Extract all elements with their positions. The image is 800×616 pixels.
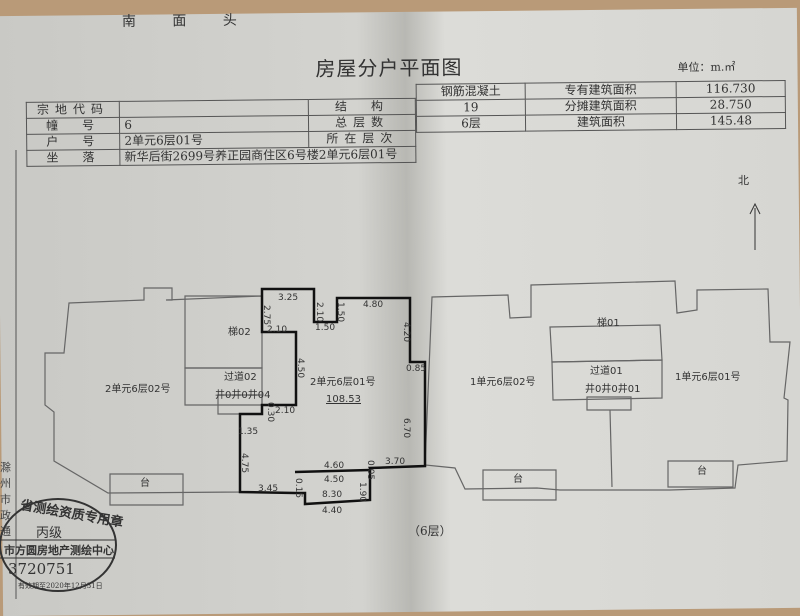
- stamp-bottom: 有效期至2020年12月31日: [18, 582, 103, 590]
- room-label-unit1-02: 1单元6层02号: [470, 376, 535, 388]
- room-label-balcony: 台: [697, 464, 707, 477]
- balcony-west: [109, 473, 184, 506]
- dimension-label: 3.70: [385, 457, 405, 467]
- room-label-stair01: 梯01: [597, 316, 620, 329]
- dimension-label: 0.85: [406, 364, 426, 374]
- floor-caption: （6层）: [408, 524, 452, 538]
- room-label-unit2-01: 2单元6层01号: [310, 376, 375, 388]
- dimension-label: 3.45: [258, 484, 278, 494]
- dimension-label: 2.10: [275, 406, 295, 416]
- dimension-label: 2.10: [267, 325, 287, 335]
- room-label-unit2-02: 2单元6层02号: [105, 383, 170, 395]
- stamp-number: 3720751: [8, 560, 75, 578]
- dimension-label: 8.30: [322, 490, 342, 500]
- party-wall: [609, 409, 613, 488]
- room-label-corridor02: 过道02: [224, 370, 257, 383]
- dimension-label: 3.25: [278, 293, 298, 303]
- room-label-shaft01: 井0井0井01: [585, 382, 640, 395]
- room-label-corridor01: 过道01: [590, 364, 623, 377]
- margin-text: 滁州市政通: [0, 461, 11, 538]
- room-label-unit1-01: 1单元6层01号: [675, 371, 740, 383]
- dimension-label: 2.75: [261, 305, 271, 325]
- north-label: 北: [738, 174, 749, 187]
- room-label-balcony: 台: [140, 476, 150, 489]
- dimension-label: 4.20: [401, 322, 411, 342]
- corridor01-box: [551, 359, 663, 401]
- room-label-stair02: 梯02: [228, 325, 251, 338]
- stair01-box: [549, 324, 663, 363]
- shaft01-box: [586, 396, 632, 411]
- dimension-label: 4.50: [324, 475, 344, 485]
- dimension-label: 1.35: [238, 427, 258, 437]
- dimension-label: 1.50: [315, 323, 335, 333]
- balcony-east-1: [482, 469, 557, 501]
- stamp-grade: 丙级: [36, 526, 63, 541]
- dimension-label: 1.90: [357, 482, 367, 502]
- room-label-balcony: 台: [513, 472, 523, 485]
- dimension-label: 6.70: [401, 418, 411, 438]
- dimension-label: 0.30: [265, 402, 275, 422]
- stamp-org: 市方圆房地产测绘中心: [4, 544, 114, 557]
- balcony-east-2: [667, 460, 734, 488]
- dimension-label: 0.05: [365, 460, 375, 480]
- north-arrowhead-icon: [749, 202, 761, 215]
- room-label-shaft02: 井0井0井04: [215, 388, 270, 401]
- dimension-label: 1.50: [335, 302, 345, 322]
- dimension-label: 4.60: [324, 461, 344, 471]
- dimension-label: 4.50: [295, 358, 305, 378]
- room-label-unit2-01_area: 108.53: [326, 394, 361, 405]
- unit-2-6-01-outline: [238, 287, 427, 506]
- unit-2-6-01-inner-wall: [294, 468, 371, 474]
- dimension-label: 0.15: [293, 478, 303, 498]
- surveying-stamp: [0, 498, 117, 592]
- dimension-label: 4.40: [322, 506, 342, 516]
- outline-east-building: [424, 280, 791, 491]
- dimension-label: 2.10: [314, 302, 324, 322]
- dimension-label: 4.75: [239, 453, 249, 473]
- floor-plan: 2单元6层02号 梯02 过道02 井0井0井04 2单元6层01号 108.53 1单元6…: [0, 150, 791, 599]
- dimension-label: 4.80: [363, 300, 383, 310]
